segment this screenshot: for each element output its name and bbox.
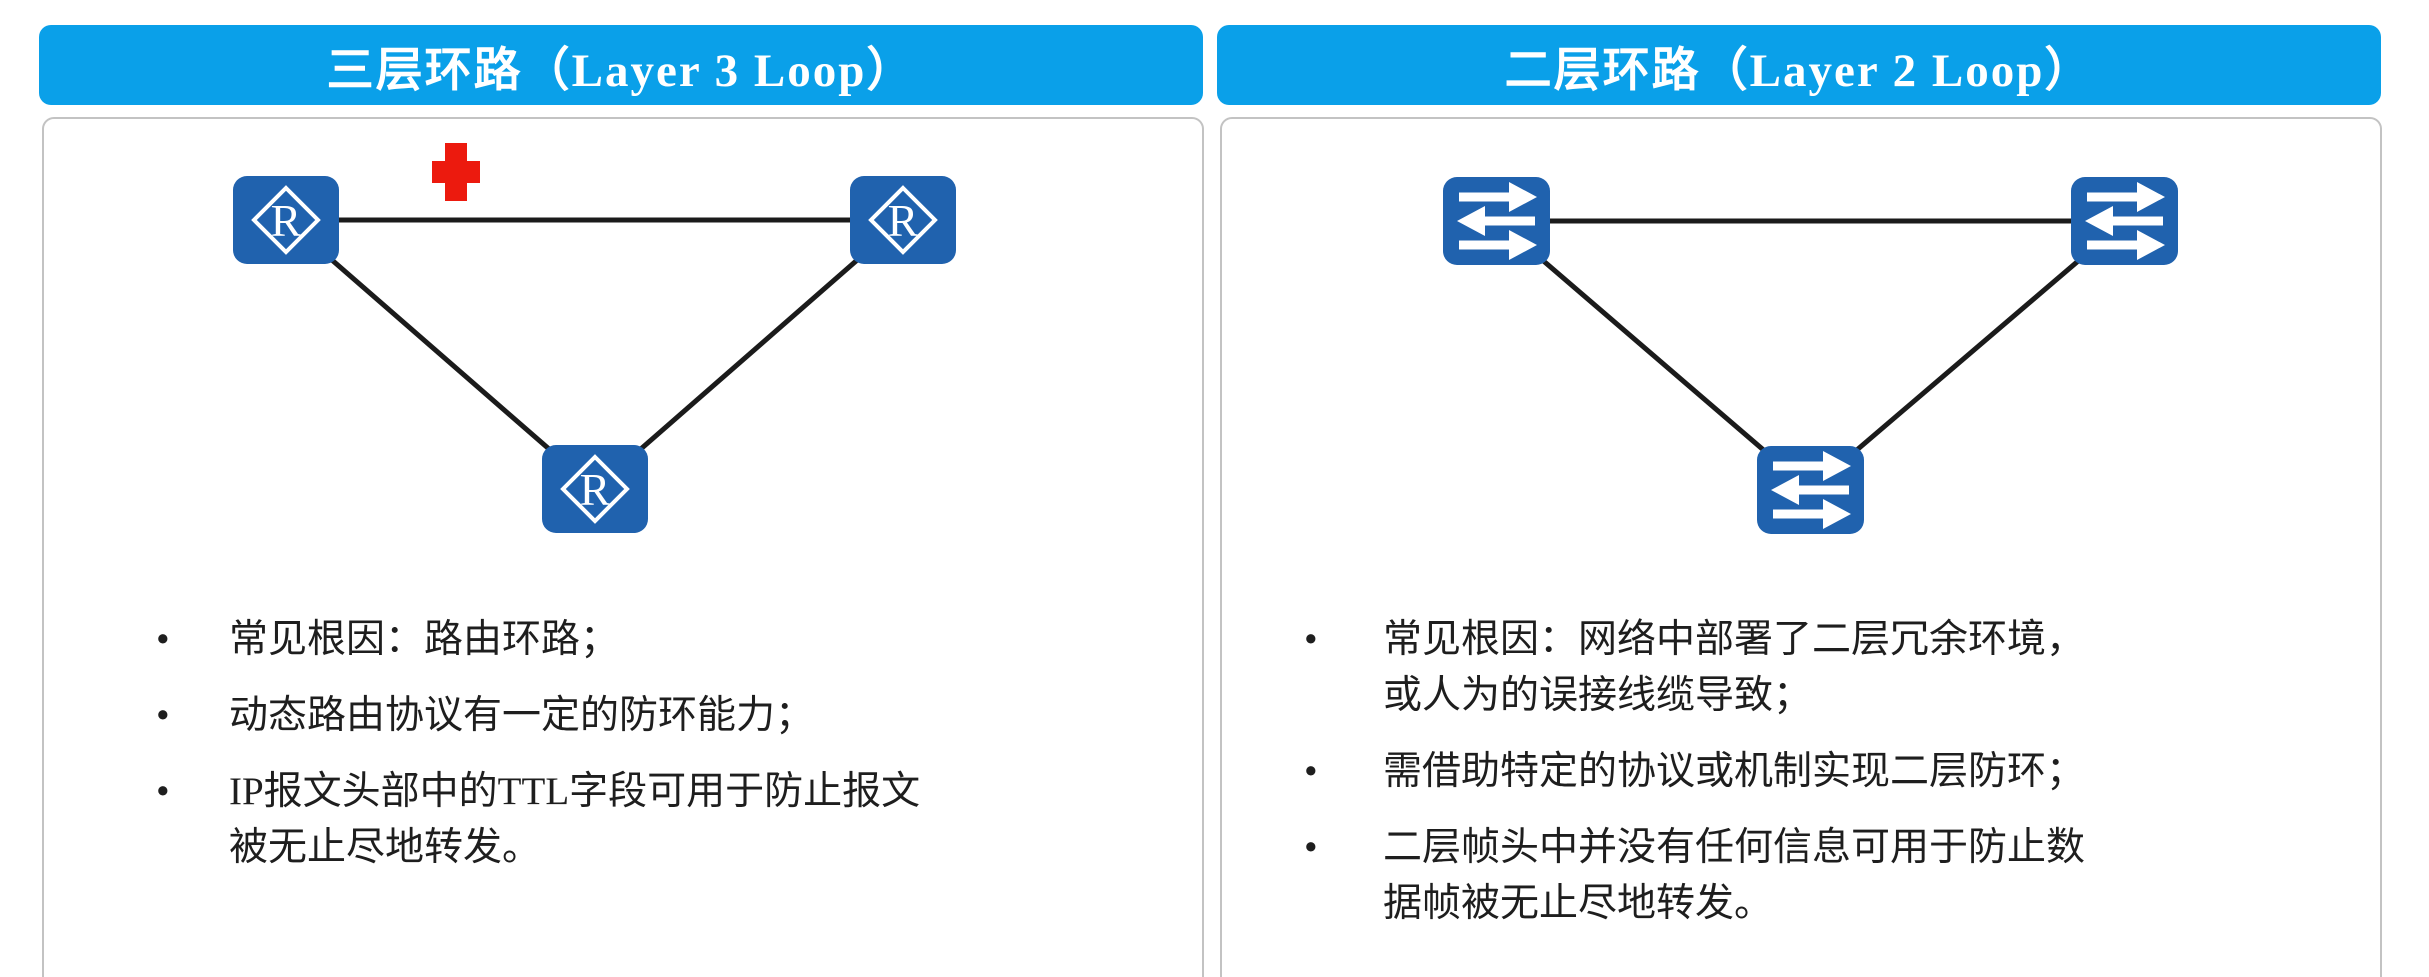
bullet-item: • 常见根因：网络中部署了二层冗余环境， 或人为的误接线缆导致； xyxy=(1298,612,2348,724)
bullet-text: 需借助特定的协议或机制实现二层防环； xyxy=(1383,750,2086,793)
panel-title-layer2-loop: 二层环路（Layer 2 Loop） xyxy=(1217,25,2381,105)
bullet-dot: • xyxy=(156,770,170,813)
panel-title-layer2-text: 二层环路（Layer 2 Loop） xyxy=(1504,44,2094,97)
bullet-item: • 二层帧头中并没有任何信息可用于防止数 据帧被无止尽地转发。 xyxy=(1298,820,2348,932)
layer3-bullet-list: • 常见根因：路由环路； • 动态路由协议有一定的防环能力； • IP报文头部中… xyxy=(150,612,1160,896)
bullet-text: IP报文头部中的TTL字段可用于防止报文 被无止尽地转发。 xyxy=(229,770,921,869)
bullet-item: • 动态路由协议有一定的防环能力； xyxy=(150,688,1160,744)
bullet-text: 动态路由协议有一定的防环能力； xyxy=(229,694,815,737)
bullet-text: 常见根因：路由环路； xyxy=(229,618,620,661)
panel-title-layer3-text: 三层环路（Layer 3 Loop） xyxy=(326,44,916,97)
bullet-text: 二层帧头中并没有任何信息可用于防止数 据帧被无止尽地转发。 xyxy=(1383,826,2086,925)
bullet-item: • IP报文头部中的TTL字段可用于防止报文 被无止尽地转发。 xyxy=(150,764,1160,876)
bullet-dot: • xyxy=(156,694,170,737)
bullet-dot: • xyxy=(1304,826,1318,869)
bullet-text: 常见根因：网络中部署了二层冗余环境， 或人为的误接线缆导致； xyxy=(1383,618,2086,717)
bullet-dot: • xyxy=(1304,618,1318,661)
bullet-item: • 常见根因：路由环路； xyxy=(150,612,1160,668)
panel-title-layer3-loop: 三层环路（Layer 3 Loop） xyxy=(39,25,1203,105)
bullet-item: • 需借助特定的协议或机制实现二层防环； xyxy=(1298,744,2348,800)
bullet-dot: • xyxy=(1304,750,1318,793)
layer2-bullet-list: • 常见根因：网络中部署了二层冗余环境， 或人为的误接线缆导致； • 需借助特定… xyxy=(1298,612,2348,952)
bullet-dot: • xyxy=(156,618,170,661)
